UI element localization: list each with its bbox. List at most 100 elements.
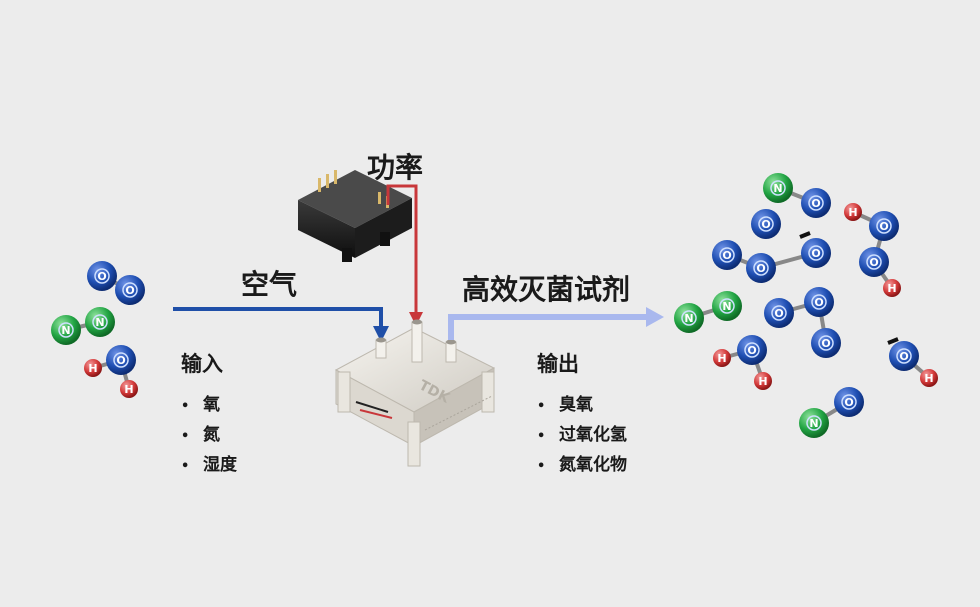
output-arrowhead (646, 307, 664, 327)
atom-label: O (844, 396, 853, 409)
atom-o (737, 335, 767, 365)
atom-label: O (899, 350, 908, 363)
atom-o (87, 261, 117, 291)
atom-o (859, 247, 889, 277)
atom-label: H (88, 362, 97, 375)
molecule-n2: NN (674, 291, 742, 333)
atom-ring (719, 247, 735, 263)
atom-label: O (761, 218, 770, 231)
atom-o (106, 345, 136, 375)
atom-ring (896, 348, 912, 364)
atom-ring (744, 342, 760, 358)
atom-label: H (924, 372, 933, 385)
input-list-item: •氮 (181, 425, 220, 445)
atom-ring (818, 335, 834, 351)
atom-n (763, 173, 793, 203)
atom-o (115, 275, 145, 305)
output-list-item: •臭氧 (537, 395, 593, 415)
atom-label: O (811, 197, 820, 210)
output-list-item: •氮氧化物 (537, 455, 627, 475)
atom-ring (113, 352, 129, 368)
atom-ring (92, 314, 108, 330)
atom-h (84, 359, 102, 377)
atom-label: O (722, 249, 731, 262)
atom-label: O (125, 284, 134, 297)
input-title: 输入 (181, 352, 223, 376)
molecule-o2: OO (87, 261, 145, 305)
atom-label: O (811, 247, 820, 260)
atom-n (85, 307, 115, 337)
input-list-item: •湿度 (181, 455, 237, 475)
atom-o (869, 211, 899, 241)
atom-label: O (821, 337, 830, 350)
molecule-no: NO (799, 387, 864, 438)
atom-label: H (887, 282, 896, 295)
atom-ring (681, 310, 697, 326)
atom-label: O (756, 262, 765, 275)
atom-h (713, 349, 731, 367)
atom-ring (94, 268, 110, 284)
power-label: 功率 (367, 151, 424, 184)
atom-label: O (774, 307, 783, 320)
atom-label: H (758, 375, 767, 388)
atom-label: O (869, 256, 878, 269)
radical-mark (799, 231, 811, 239)
atom-h (920, 369, 938, 387)
atom-label: O (97, 270, 106, 283)
atom-ring (808, 195, 824, 211)
input-list: •氧 •氮 •湿度 (181, 390, 237, 480)
atom-n (51, 315, 81, 345)
atom-h (120, 380, 138, 398)
atom-ring (876, 218, 892, 234)
molecule-n2: NN (51, 307, 115, 345)
atom-label: H (124, 383, 133, 396)
atom-ring (58, 322, 74, 338)
atom-label: N (95, 316, 104, 329)
atom-ring (758, 216, 774, 232)
atom-ring (811, 294, 827, 310)
atom-ring (808, 245, 824, 261)
output-list: •臭氧 •过氧化氢 •氮氧化物 (537, 390, 627, 480)
atom-ring (771, 305, 787, 321)
atom-o (801, 238, 831, 268)
atom-ring (806, 415, 822, 431)
molecule-o2: O (751, 209, 781, 239)
molecule-o3: O O O (764, 287, 841, 358)
atom-o (751, 209, 781, 239)
output-arrow-label: 高效灭菌试剂 (462, 273, 631, 306)
atom-o (764, 298, 794, 328)
atom-o (746, 253, 776, 283)
atom-ring (719, 298, 735, 314)
atom-label: N (684, 312, 693, 325)
atom-label: O (747, 344, 756, 357)
molecule-no: NO (763, 173, 831, 218)
power-line (386, 184, 418, 314)
atom-n (712, 291, 742, 321)
atom-label: O (814, 296, 823, 309)
atom-ring (770, 180, 786, 196)
atom-label: H (717, 352, 726, 365)
atom-h (883, 279, 901, 297)
molecule-ho2h: H O H (713, 335, 772, 390)
atom-ring (866, 254, 882, 270)
atom-o (889, 341, 919, 371)
atom-n (799, 408, 829, 438)
atom-o (834, 387, 864, 417)
air-line-arrowhead (373, 326, 389, 342)
atom-o (811, 328, 841, 358)
atom-ring (753, 260, 769, 276)
radical-mark (887, 337, 899, 345)
molecule-o3: O O O (712, 238, 831, 283)
atom-h (754, 372, 772, 390)
air-line (173, 307, 383, 328)
atom-label: H (848, 206, 857, 219)
output-list-item: •过氧化氢 (537, 425, 627, 445)
atom-label: O (116, 354, 125, 367)
atom-label: N (809, 417, 818, 430)
air-label: 空气 (241, 268, 298, 301)
ozone-generator-device: TDK (334, 319, 496, 467)
atom-o (804, 287, 834, 317)
